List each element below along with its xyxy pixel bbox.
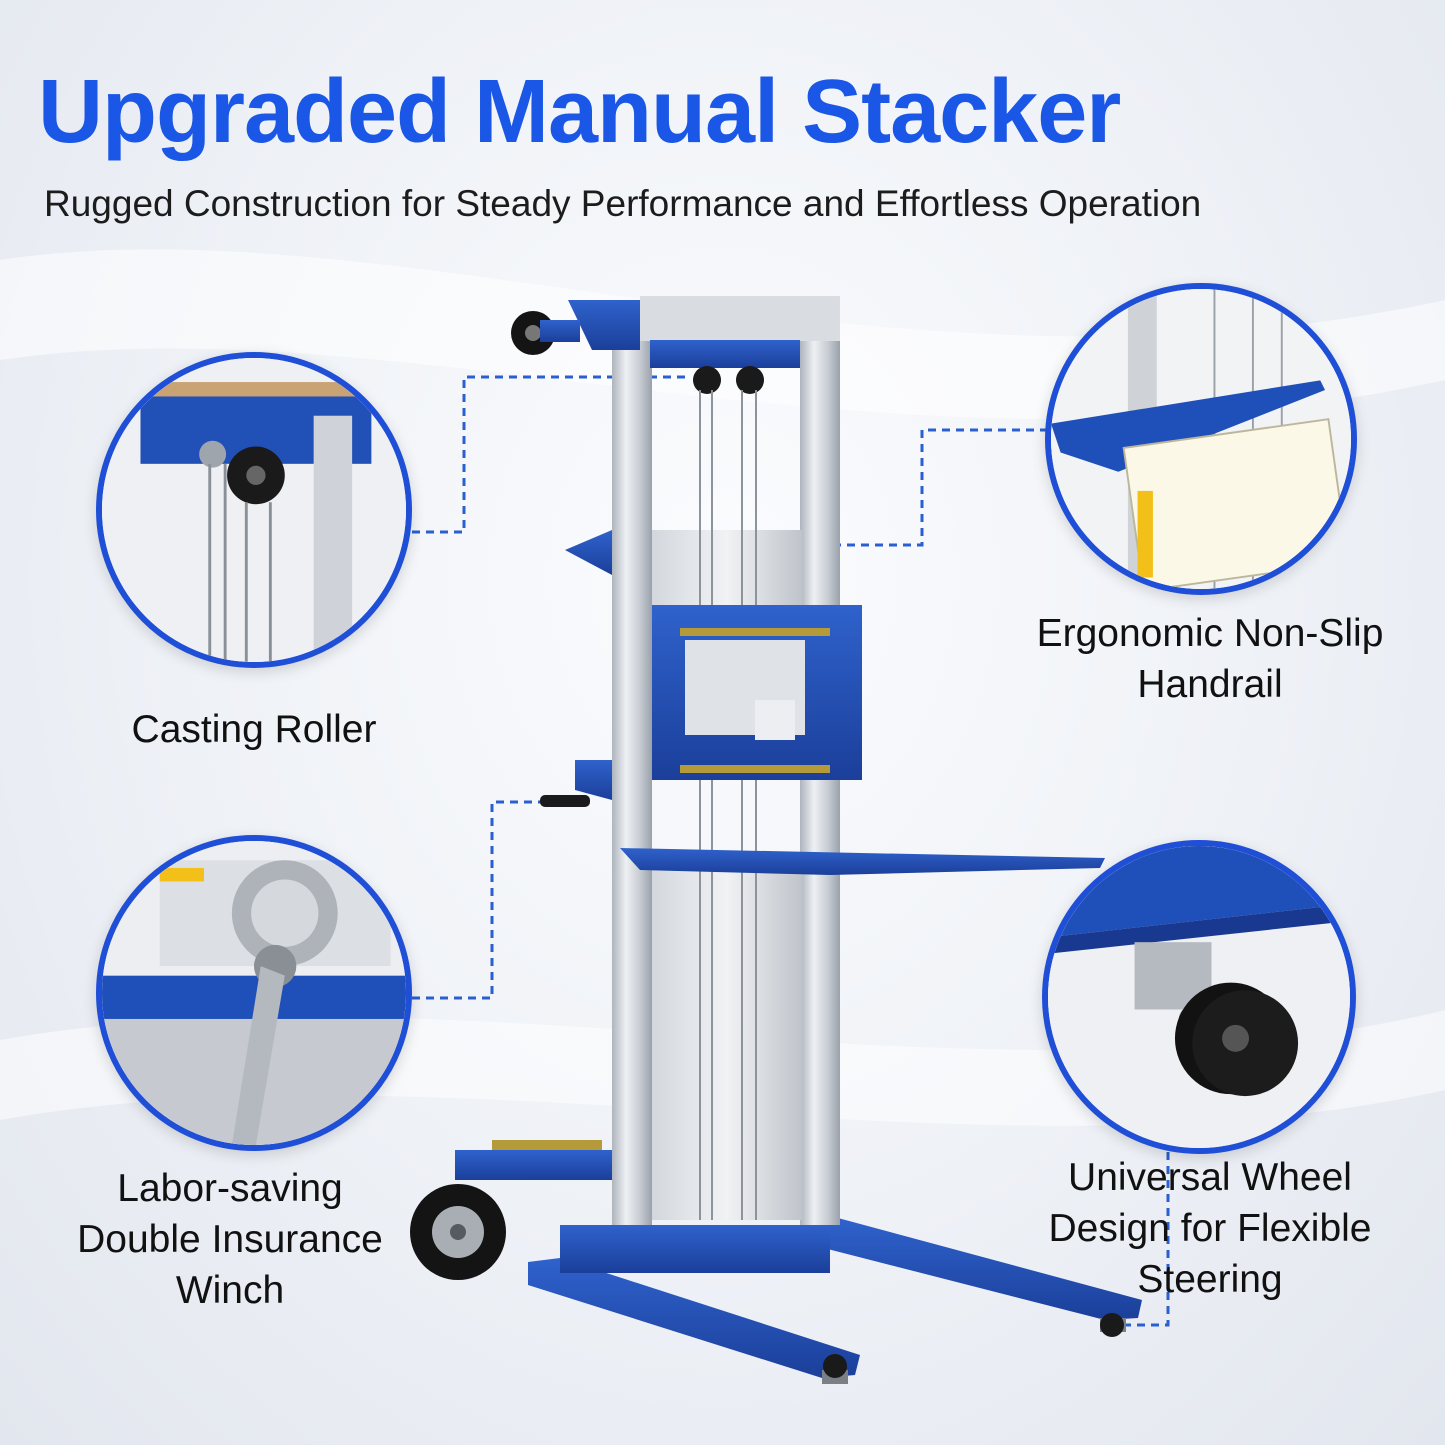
wheel-text-line1: Universal Wheel: [1068, 1156, 1352, 1199]
winch-label: Labor-saving Double Insurance Winch: [40, 1163, 420, 1316]
front-caster-left: [822, 1354, 848, 1384]
wheel-callout: [1042, 840, 1356, 1154]
wheel-text-line2: Design for Flexible: [1048, 1207, 1372, 1250]
wheel-closeup-image: [1048, 846, 1350, 1148]
pulley-closeup-image: [102, 358, 406, 662]
handrail-label: Ergonomic Non-Slip Handrail: [1000, 608, 1420, 710]
page-title: Upgraded Manual Stacker: [38, 62, 1121, 162]
winch-callout: [96, 835, 412, 1151]
casting-roller-text: Casting Roller: [131, 708, 377, 751]
handrail-text-line2: Handrail: [1137, 663, 1283, 706]
front-caster-right: [1100, 1313, 1126, 1337]
winch-text-line2: Double Insurance: [77, 1218, 383, 1261]
stacker-illustration: [410, 296, 1142, 1384]
handrail-callout: [1045, 283, 1357, 595]
casting-roller-callout: [96, 352, 412, 668]
casting-roller-label: Casting Roller: [96, 704, 412, 755]
winch-text-line1: Labor-saving: [117, 1167, 343, 1210]
winch-closeup-image: [102, 841, 406, 1145]
wheel-text-line3: Steering: [1137, 1258, 1283, 1301]
wheel-label: Universal Wheel Design for Flexible Stee…: [1000, 1152, 1420, 1305]
handrail-closeup-image: [1051, 289, 1351, 589]
winch-text-line3: Winch: [175, 1269, 285, 1312]
handrail-text-line1: Ergonomic Non-Slip: [1036, 612, 1384, 655]
page-subtitle: Rugged Construction for Steady Performan…: [44, 183, 1202, 224]
